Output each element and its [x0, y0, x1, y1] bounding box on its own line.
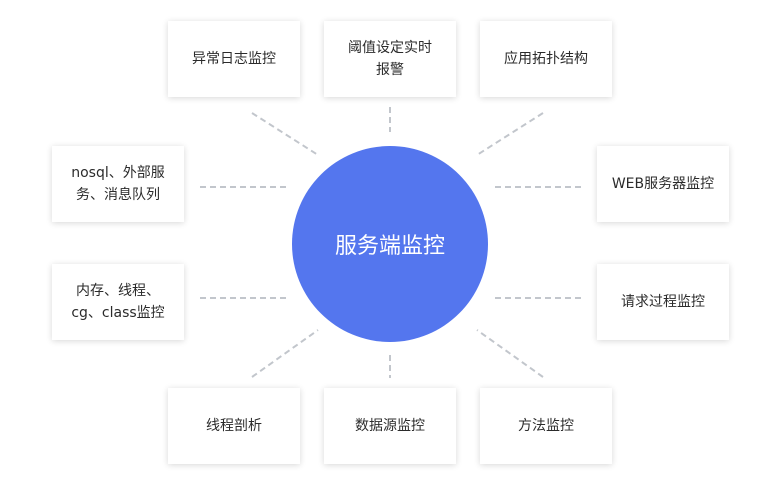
connector-method [476, 329, 544, 378]
node-thread-profiling: 线程剖析 [168, 388, 300, 464]
connector-log [251, 112, 319, 156]
node-web-server-monitoring: WEB服务器监控 [597, 146, 729, 222]
node-exception-log-monitoring: 异常日志监控 [168, 21, 300, 97]
node-application-topology: 应用拓扑结构 [480, 21, 612, 97]
hub-circle: 服务端监控 [292, 146, 488, 342]
node-request-process-monitoring: 请求过程监控 [597, 264, 729, 340]
node-nosql-external-mq: nosql、外部服 务、消息队列 [52, 146, 184, 222]
node-threshold-alarm: 阈值设定实时 报警 [324, 21, 456, 97]
node-memory-thread-gc-class: 内存、线程、 cg、class监控 [52, 264, 184, 340]
node-method-monitoring: 方法监控 [480, 388, 612, 464]
connector-profiling [251, 329, 319, 378]
connector-topology [476, 112, 544, 156]
node-datasource-monitoring: 数据源监控 [324, 388, 456, 464]
